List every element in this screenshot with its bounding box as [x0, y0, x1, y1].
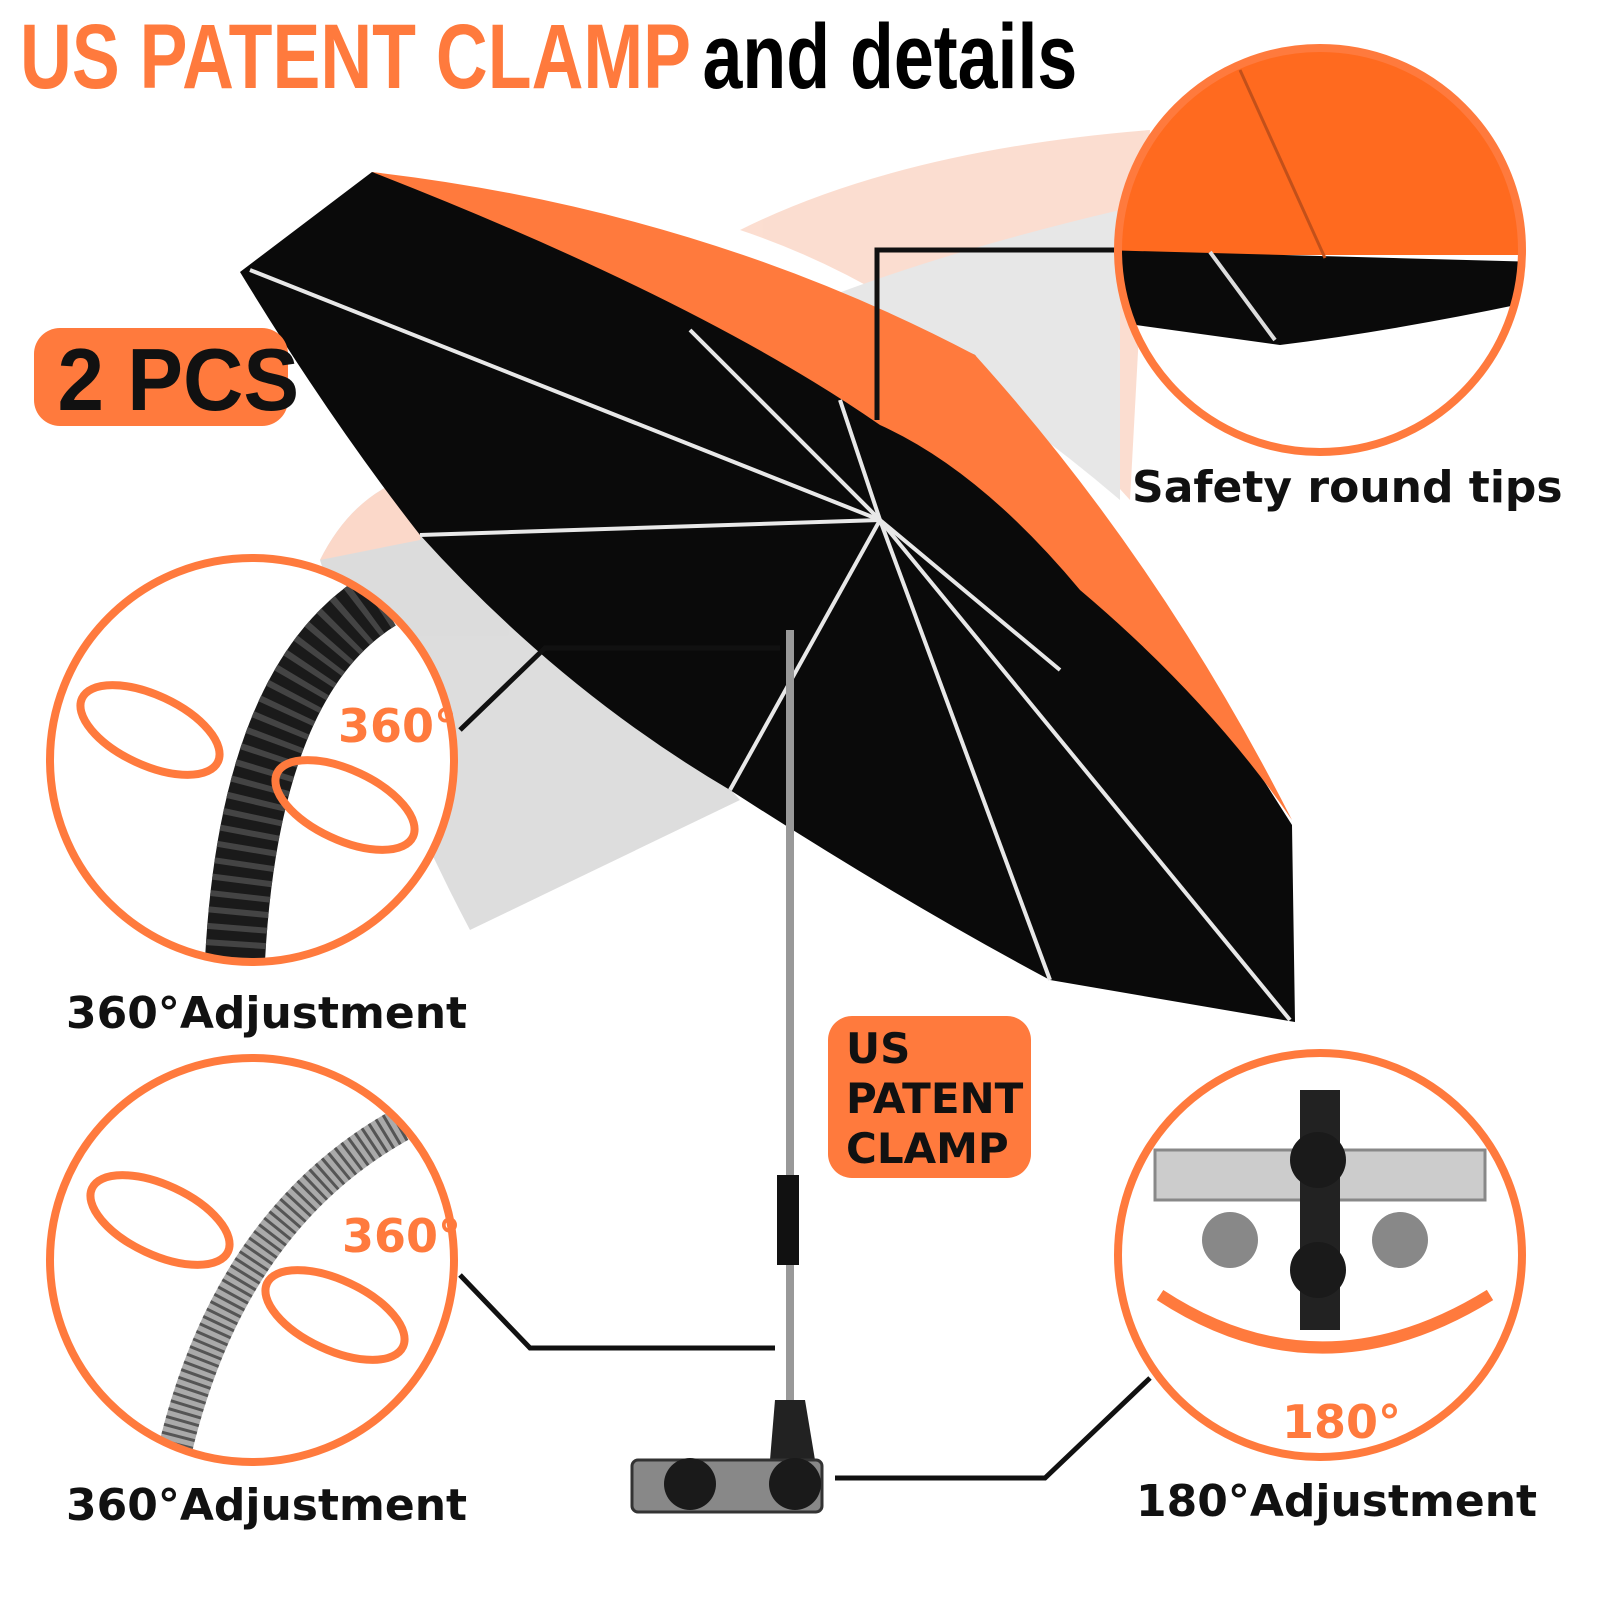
tips-caption: Safety round tips	[1132, 462, 1563, 513]
clamp-image	[630, 1400, 824, 1514]
joint-caption: 360°Adjustment	[66, 988, 467, 1039]
joint-degree: 360°	[338, 699, 457, 753]
callout-lines	[458, 247, 1152, 1481]
detail-circle-joint: 360°	[46, 554, 458, 966]
detail-circle-spring: 360°	[46, 1054, 461, 1466]
spring-caption: 360°Adjustment	[66, 1480, 467, 1531]
patent-clamp-badge: US PATENT CLAMP	[828, 1016, 1031, 1178]
pcs-label: 2 PCS	[58, 331, 300, 429]
spring-degree: 360°	[342, 1209, 461, 1263]
umbrella	[240, 172, 1295, 1514]
detail-circle-tips	[1114, 44, 1526, 456]
clamp-caption: 180°Adjustment	[1136, 1476, 1537, 1527]
title-highlight: US PATENT CLAMP	[20, 5, 691, 108]
clamp-degree: 180°	[1282, 1395, 1401, 1449]
page-title: US PATENT CLAMP and details	[20, 5, 1077, 108]
title-rest: and details	[702, 5, 1077, 108]
badge-line-2: PATENT	[846, 1074, 1024, 1123]
pcs-badge: 2 PCS	[34, 328, 299, 429]
badge-line-1: US	[846, 1024, 910, 1073]
detail-circle-clamp: 180°	[1114, 1049, 1526, 1461]
badge-line-3: CLAMP	[846, 1124, 1009, 1173]
